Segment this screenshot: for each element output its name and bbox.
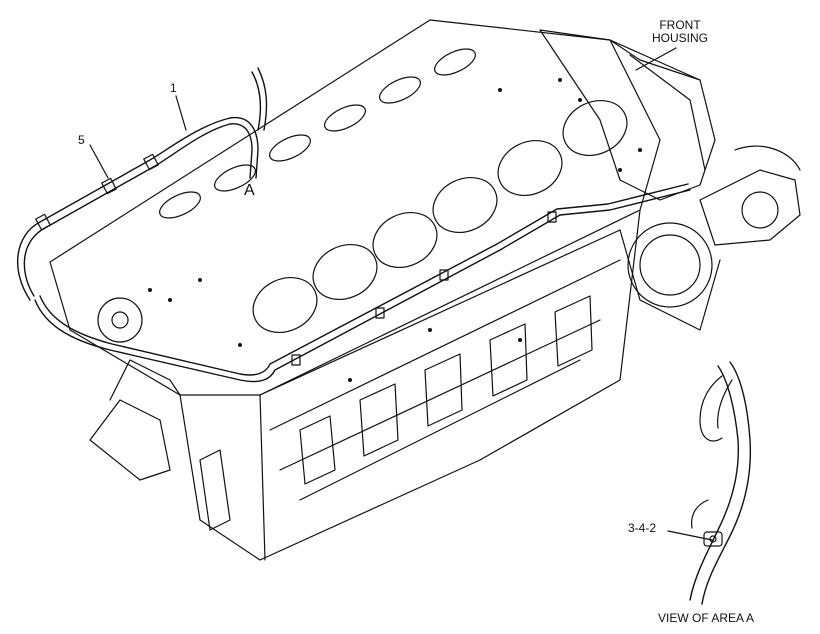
front-housing-label-line1: FRONT (659, 18, 701, 32)
view-of-area-a-detail (689, 361, 752, 605)
area-a-label: A (244, 182, 255, 199)
front-housing-label: FRONT HOUSING (648, 19, 712, 45)
front-housing (539, 29, 716, 201)
hose-1 (16, 116, 259, 301)
leader-front-housing (635, 47, 677, 71)
front-housing-label-line2: HOUSING (651, 31, 708, 45)
leader-3-4-2 (667, 530, 713, 541)
callout-3-4-2: 3-4-2 (628, 521, 657, 535)
callout-5: 5 (78, 133, 85, 147)
callout-1: 1 (170, 81, 177, 95)
leader-5 (89, 144, 109, 179)
view-of-area-a-caption: VIEW OF AREA A (658, 611, 755, 625)
block-side-wall (179, 209, 641, 561)
leader-1 (175, 95, 187, 131)
